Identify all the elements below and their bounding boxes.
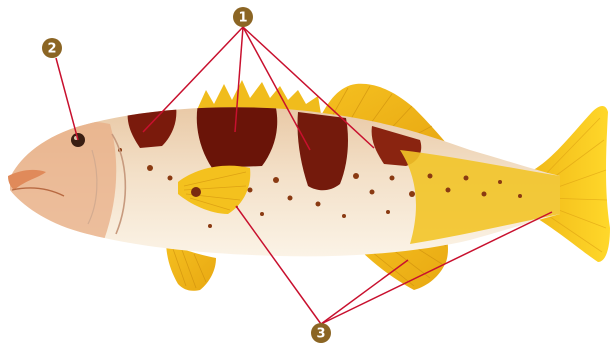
- callout-badge-2: 2: [42, 38, 62, 58]
- leader-3-b: [321, 260, 408, 324]
- callout-badge-1: 1: [233, 7, 253, 27]
- callout-label-2: 2: [47, 42, 56, 57]
- callout-badge-3: 3: [311, 323, 331, 343]
- leader-2: [56, 58, 78, 140]
- caudal-peduncle: [400, 150, 560, 244]
- callout-label-3: 3: [316, 327, 325, 342]
- callout-label-1: 1: [238, 11, 247, 26]
- fish-illustration-icon: [0, 80, 610, 291]
- pectoral-base-spot: [191, 187, 201, 197]
